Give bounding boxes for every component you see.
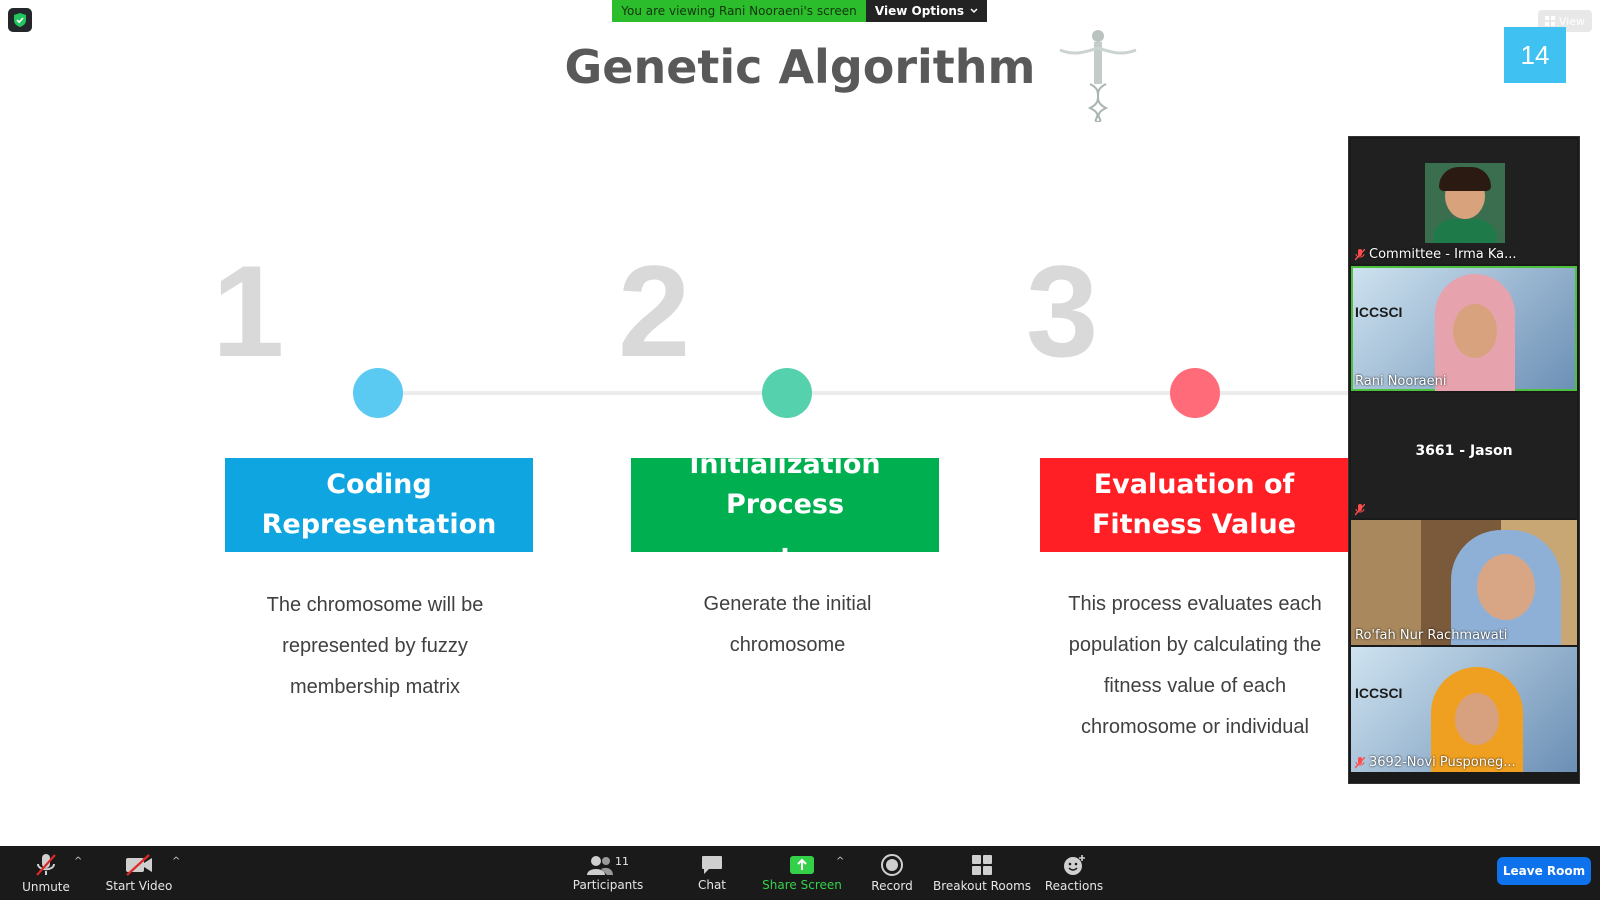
screen-share-banner: You are viewing Rani Nooraeni's screen V…: [612, 0, 987, 22]
video-off-icon: [126, 853, 152, 876]
dna-figure-icon: [1059, 30, 1137, 122]
participant-name: Rani Nooraeni: [1355, 374, 1447, 389]
iccsci-logo: ICCSCI: [1355, 685, 1403, 701]
video-gallery: Committee - Irma Ka... ICCSCI Rani Noora…: [1348, 136, 1580, 784]
view-options-button[interactable]: View Options: [866, 0, 987, 22]
record-icon: [881, 853, 903, 876]
speaker-video: [1427, 274, 1523, 391]
record-label: Record: [871, 878, 913, 893]
mic-off-icon: [1355, 756, 1365, 768]
start-video-label: Start Video: [105, 878, 173, 893]
step-2-dot: [762, 368, 812, 418]
participants-icon: [587, 855, 613, 875]
step-1-number: 1: [212, 238, 285, 384]
chat-button[interactable]: Chat: [694, 846, 730, 900]
slide-title: Genetic Algorithm: [564, 40, 1036, 94]
unmute-button[interactable]: Unmute: [22, 846, 70, 900]
participant-mute-status: [1355, 504, 1365, 516]
security-shield-icon[interactable]: [8, 8, 32, 32]
chat-icon: [702, 855, 722, 874]
participant-tile-jason[interactable]: 3661 - Jason: [1351, 393, 1577, 518]
participants-label: Participants: [572, 877, 644, 892]
viewing-message: You are viewing Rani Nooraeni's screen: [612, 0, 866, 22]
share-screen-icon: [790, 855, 814, 874]
grid-icon: [1544, 16, 1555, 26]
step-3-heading: Evaluation of Fitness Value: [1040, 458, 1348, 552]
step-2-description: Generate the initial chromosome: [703, 593, 872, 656]
avatar: [1425, 163, 1505, 243]
audio-options-caret[interactable]: ^: [74, 856, 83, 867]
view-label: View: [1558, 14, 1586, 28]
unmute-label: Unmute: [22, 879, 70, 894]
participant-tile-novi[interactable]: ICCSCI 3692-Novi Pusponeg...: [1351, 647, 1577, 772]
step-3-number: 3: [1026, 238, 1099, 384]
participant-name: 3692-Novi Pusponeg...: [1355, 755, 1516, 770]
participant-tile-committee[interactable]: Committee - Irma Ka...: [1351, 139, 1577, 264]
step-2-number: 2: [618, 238, 691, 384]
step-1-description: The chromosome will be represented by fu…: [266, 594, 484, 698]
view-options-label: View Options: [874, 4, 965, 18]
breakout-rooms-button[interactable]: Breakout Rooms: [933, 846, 1031, 900]
timeline-line: [380, 391, 1360, 395]
mic-off-icon: [1355, 504, 1365, 516]
reactions-label: Reactions: [1044, 878, 1104, 893]
video-options-caret[interactable]: ^: [172, 856, 181, 867]
participant-tile-rani[interactable]: ICCSCI Rani Nooraeni: [1351, 266, 1577, 391]
record-button[interactable]: Record: [870, 846, 914, 900]
breakout-rooms-icon: [972, 854, 992, 875]
participants-button[interactable]: 11 Participants: [572, 846, 644, 900]
chat-label: Chat: [697, 877, 727, 892]
shared-screen: You are viewing Rani Nooraeni's screen V…: [8, 0, 1592, 784]
reactions-smiley-icon: [1064, 854, 1085, 875]
mic-muted-icon: [36, 853, 56, 876]
participant-name: Ro'fah Nur Rachmawati: [1355, 628, 1508, 643]
chevron-down-icon: [970, 8, 978, 14]
participant-name-center: 3661 - Jason: [1415, 443, 1513, 459]
step-3-dot: [1170, 368, 1220, 418]
view-button[interactable]: View: [1538, 10, 1592, 32]
iccsci-logo: ICCSCI: [1355, 304, 1403, 320]
leave-room-button[interactable]: Leave Room: [1497, 857, 1591, 885]
step-2-heading: Initialization Process .: [631, 449, 939, 560]
share-screen-label: Share Screen: [762, 877, 842, 892]
share-options-caret[interactable]: ^: [836, 856, 845, 867]
slide-page-number: 14: [1504, 27, 1566, 83]
breakout-rooms-label: Breakout Rooms: [932, 878, 1032, 893]
participant-tile-rofah[interactable]: Ro'fah Nur Rachmawati: [1351, 520, 1577, 645]
participants-count: 11: [615, 854, 629, 868]
meeting-toolbar: Unmute ^ Start Video ^ 11 Participants C…: [0, 846, 1600, 900]
share-screen-button[interactable]: Share Screen: [762, 846, 842, 900]
step-1-heading: Coding Representation: [225, 458, 533, 552]
reactions-button[interactable]: Reactions: [1044, 846, 1104, 900]
step-3-description: This process evaluates each population b…: [1068, 593, 1322, 738]
start-video-button[interactable]: Start Video: [106, 846, 172, 900]
mic-off-icon: [1355, 248, 1365, 260]
participant-name: Committee - Irma Ka...: [1355, 247, 1517, 262]
step-1-dot: [353, 368, 403, 418]
